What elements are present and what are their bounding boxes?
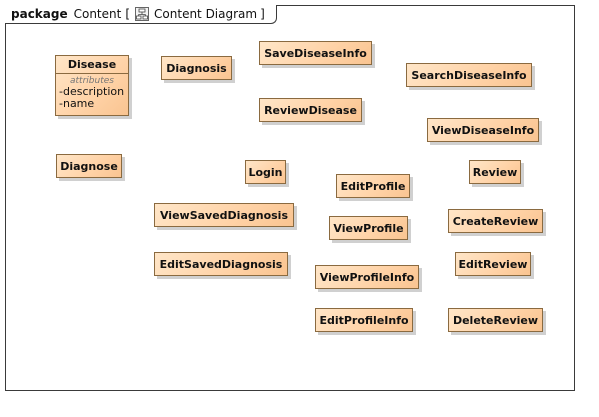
class-disease-name: Disease [56,56,128,74]
class-edit-profile-info[interactable]: EditProfileInfo [315,308,413,332]
class-view-profile[interactable]: ViewProfile [329,216,408,240]
class-search-disease-info[interactable]: SearchDiseaseInfo [406,63,532,87]
class-save-disease-info[interactable]: SaveDiseaseInfo [259,41,372,65]
class-review[interactable]: Review [469,160,521,184]
class-view-saved-diagnosis[interactable]: ViewSavedDiagnosis [154,203,294,227]
class-diagram-icon [135,7,150,21]
attribute-description: -description [59,85,125,98]
class-delete-review[interactable]: DeleteReview [448,308,543,332]
class-view-disease-info[interactable]: ViewDiseaseInfo [427,118,539,142]
class-create-review[interactable]: CreateReview [448,209,543,233]
class-review-disease[interactable]: ReviewDisease [259,98,362,122]
open-bracket: [ [125,7,131,21]
attribute-name: -name [59,97,95,110]
close-bracket: ] [260,7,265,21]
package-keyword: package [11,7,68,21]
package-name: Content [73,7,122,21]
class-edit-review[interactable]: EditReview [455,252,531,276]
diagram-title: Content Diagram [154,7,258,21]
class-login[interactable]: Login [245,160,286,184]
class-edit-saved-diagnosis[interactable]: EditSavedDiagnosis [154,252,288,276]
class-disease[interactable]: Disease attributes -description -name [55,55,129,116]
class-diagnose[interactable]: Diagnose [56,154,122,178]
frame-header-tab: package Content [ Content Diagram ] [5,5,277,24]
attributes-compartment-label: attributes [70,76,114,86]
class-edit-profile[interactable]: EditProfile [336,174,410,198]
class-diagnosis[interactable]: Diagnosis [161,56,232,80]
class-view-profile-info[interactable]: ViewProfileInfo [315,265,419,289]
